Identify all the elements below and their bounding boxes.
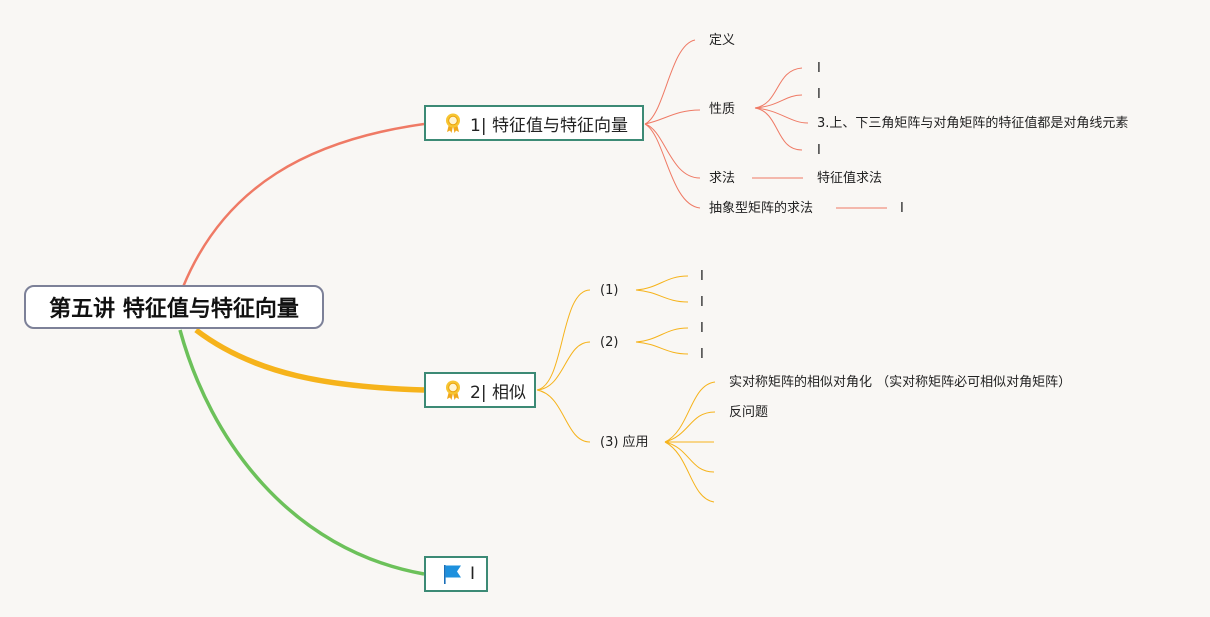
link-b1-method [644,123,701,179]
link-prop-1 [754,67,803,109]
topic-properties[interactable]: 性质 [709,102,736,117]
property-item-4[interactable]: I [817,143,821,158]
blue-flag-icon [442,563,464,585]
link-sub1-1 [635,275,689,291]
topic-definition[interactable]: 定义 [709,33,736,48]
link-sub3-4 [664,441,715,473]
link-sub3-2 [664,411,716,443]
sub1-item-2[interactable]: I [700,295,704,310]
sub2-item-2[interactable]: I [700,347,704,362]
link-sub2-2 [635,341,689,355]
link-root-branch1 [181,122,425,288]
link-b1-definition [644,39,696,125]
sub2-item-1[interactable]: I [700,321,704,336]
application-item-1[interactable]: 实对称矩阵的相似对角化 （实对称矩阵必可相似对角矩阵） [729,375,1072,390]
link-b2-sub2 [536,341,591,391]
root-topic-label: 第五讲 特征值与特征向量 [49,297,299,322]
link-root-branch3 [178,329,425,576]
link-sub3-5 [664,441,715,503]
link-sub1-2 [635,289,689,303]
link-prop-3 [754,107,809,124]
award-ribbon-icon [442,112,464,134]
sub1-item-1[interactable]: I [700,269,704,284]
abstract-method-child[interactable]: I [900,201,904,216]
topic-application[interactable]: (3) 应用 [600,435,649,450]
award-ribbon-icon [442,379,464,401]
application-item-2[interactable]: 反问题 [729,405,769,420]
link-b1-abstract [644,123,701,209]
root-topic[interactable]: 第五讲 特征值与特征向量 [24,285,324,329]
topic-abstract-method[interactable]: 抽象型矩阵的求法 [709,201,814,216]
link-b2-sub1 [536,289,591,391]
link-b2-sub3 [536,389,591,443]
branch-eigenvalues-label: 1| 特征值与特征向量 [470,115,628,136]
link-prop-2 [754,94,803,109]
link-root-branch2 [194,327,425,393]
branch-eigenvalues[interactable]: 1| 特征值与特征向量 [424,105,644,141]
property-item-1[interactable]: I [817,61,821,76]
branch-similarity[interactable]: 2| 相似 [424,372,536,408]
branch-third[interactable]: I [424,556,488,592]
link-sub2-1 [635,327,689,343]
link-sub3-1 [664,381,716,443]
link-b1-properties [644,109,701,125]
link-prop-4 [754,107,803,151]
branch-third-label: I [470,564,476,584]
topic-method[interactable]: 求法 [709,171,736,186]
property-item-2[interactable]: I [817,87,821,102]
property-item-3[interactable]: 3.上、下三角矩阵与对角矩阵的特征值都是对角线元素 [817,116,1129,131]
topic-sub2[interactable]: (2) [600,335,619,350]
topic-sub1[interactable]: (1) [600,283,619,298]
method-child[interactable]: 特征值求法 [817,171,883,186]
branch-similarity-label: 2| 相似 [470,382,526,403]
